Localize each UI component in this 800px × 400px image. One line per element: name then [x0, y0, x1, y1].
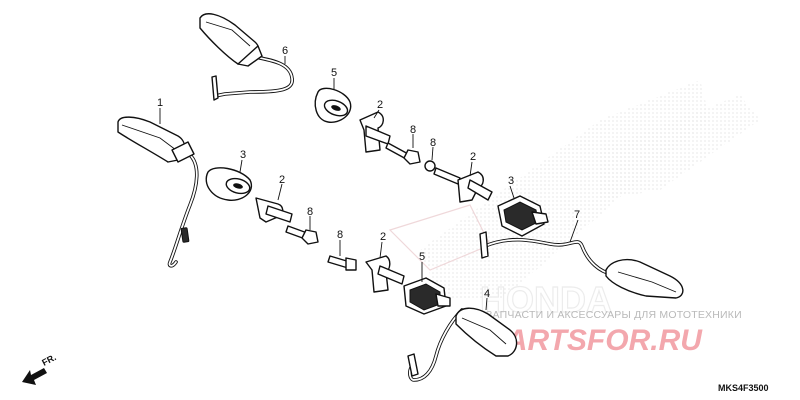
- turn-signal-left: [117, 116, 199, 268]
- rubber-mount-upper: [314, 87, 352, 123]
- honda-wing-watermark: HONDA: [388, 80, 760, 321]
- callout-8-c: 8: [307, 206, 313, 218]
- bolt-d: [327, 255, 357, 271]
- callout-5-upper: 5: [331, 67, 337, 79]
- bracket-left: [255, 197, 293, 223]
- bracket-lower: [365, 255, 405, 293]
- turn-signal-upper-left: [199, 13, 294, 101]
- bolt-b: [424, 160, 461, 185]
- turn-signal-lower: [407, 307, 518, 382]
- bracket-upper: [359, 111, 391, 153]
- callout-3-right: 3: [508, 175, 514, 187]
- bolt-a: [385, 142, 421, 165]
- callout-6: 6: [282, 45, 288, 57]
- callout-8-d: 8: [337, 229, 343, 241]
- callout-2-right: 2: [470, 151, 476, 163]
- leader-lines: [159, 56, 579, 311]
- front-direction-arrow: FR.: [22, 352, 58, 385]
- callout-7: 7: [574, 209, 580, 221]
- callout-5-lower: 5: [419, 251, 425, 263]
- watermark-logo: PARTSFOR.RU: [488, 324, 703, 357]
- callout-2-upper: 2: [377, 99, 383, 111]
- callout-1: 1: [157, 97, 163, 109]
- bolt-c: [285, 225, 319, 245]
- callout-2-lower: 2: [380, 231, 386, 243]
- callout-8-a: 8: [410, 124, 416, 136]
- front-direction-label: FR.: [40, 352, 57, 368]
- bulb-socket-lower: [403, 277, 451, 315]
- callout-labels: 1 2 2 2 2 3 3 4 5 5 6 7 8 8 8 8: [157, 45, 580, 300]
- callout-4: 4: [484, 288, 490, 300]
- turn-signal-right: [479, 231, 684, 299]
- callout-3-left: 3: [240, 149, 246, 161]
- rubber-mount-left: [205, 167, 253, 201]
- bulb-socket-right: [497, 195, 549, 237]
- diagram-code: MKS4F3500: [718, 383, 769, 393]
- watermark-brand: HONDA: [480, 279, 612, 320]
- watermark-text: ЗАПЧАСТИ И АКСЕССУАРЫ ДЛЯ МОТОТЕХНИКИ: [486, 309, 742, 321]
- bracket-right-upper: [457, 171, 493, 203]
- callout-8-b: 8: [430, 137, 436, 149]
- callout-2-left: 2: [279, 174, 285, 186]
